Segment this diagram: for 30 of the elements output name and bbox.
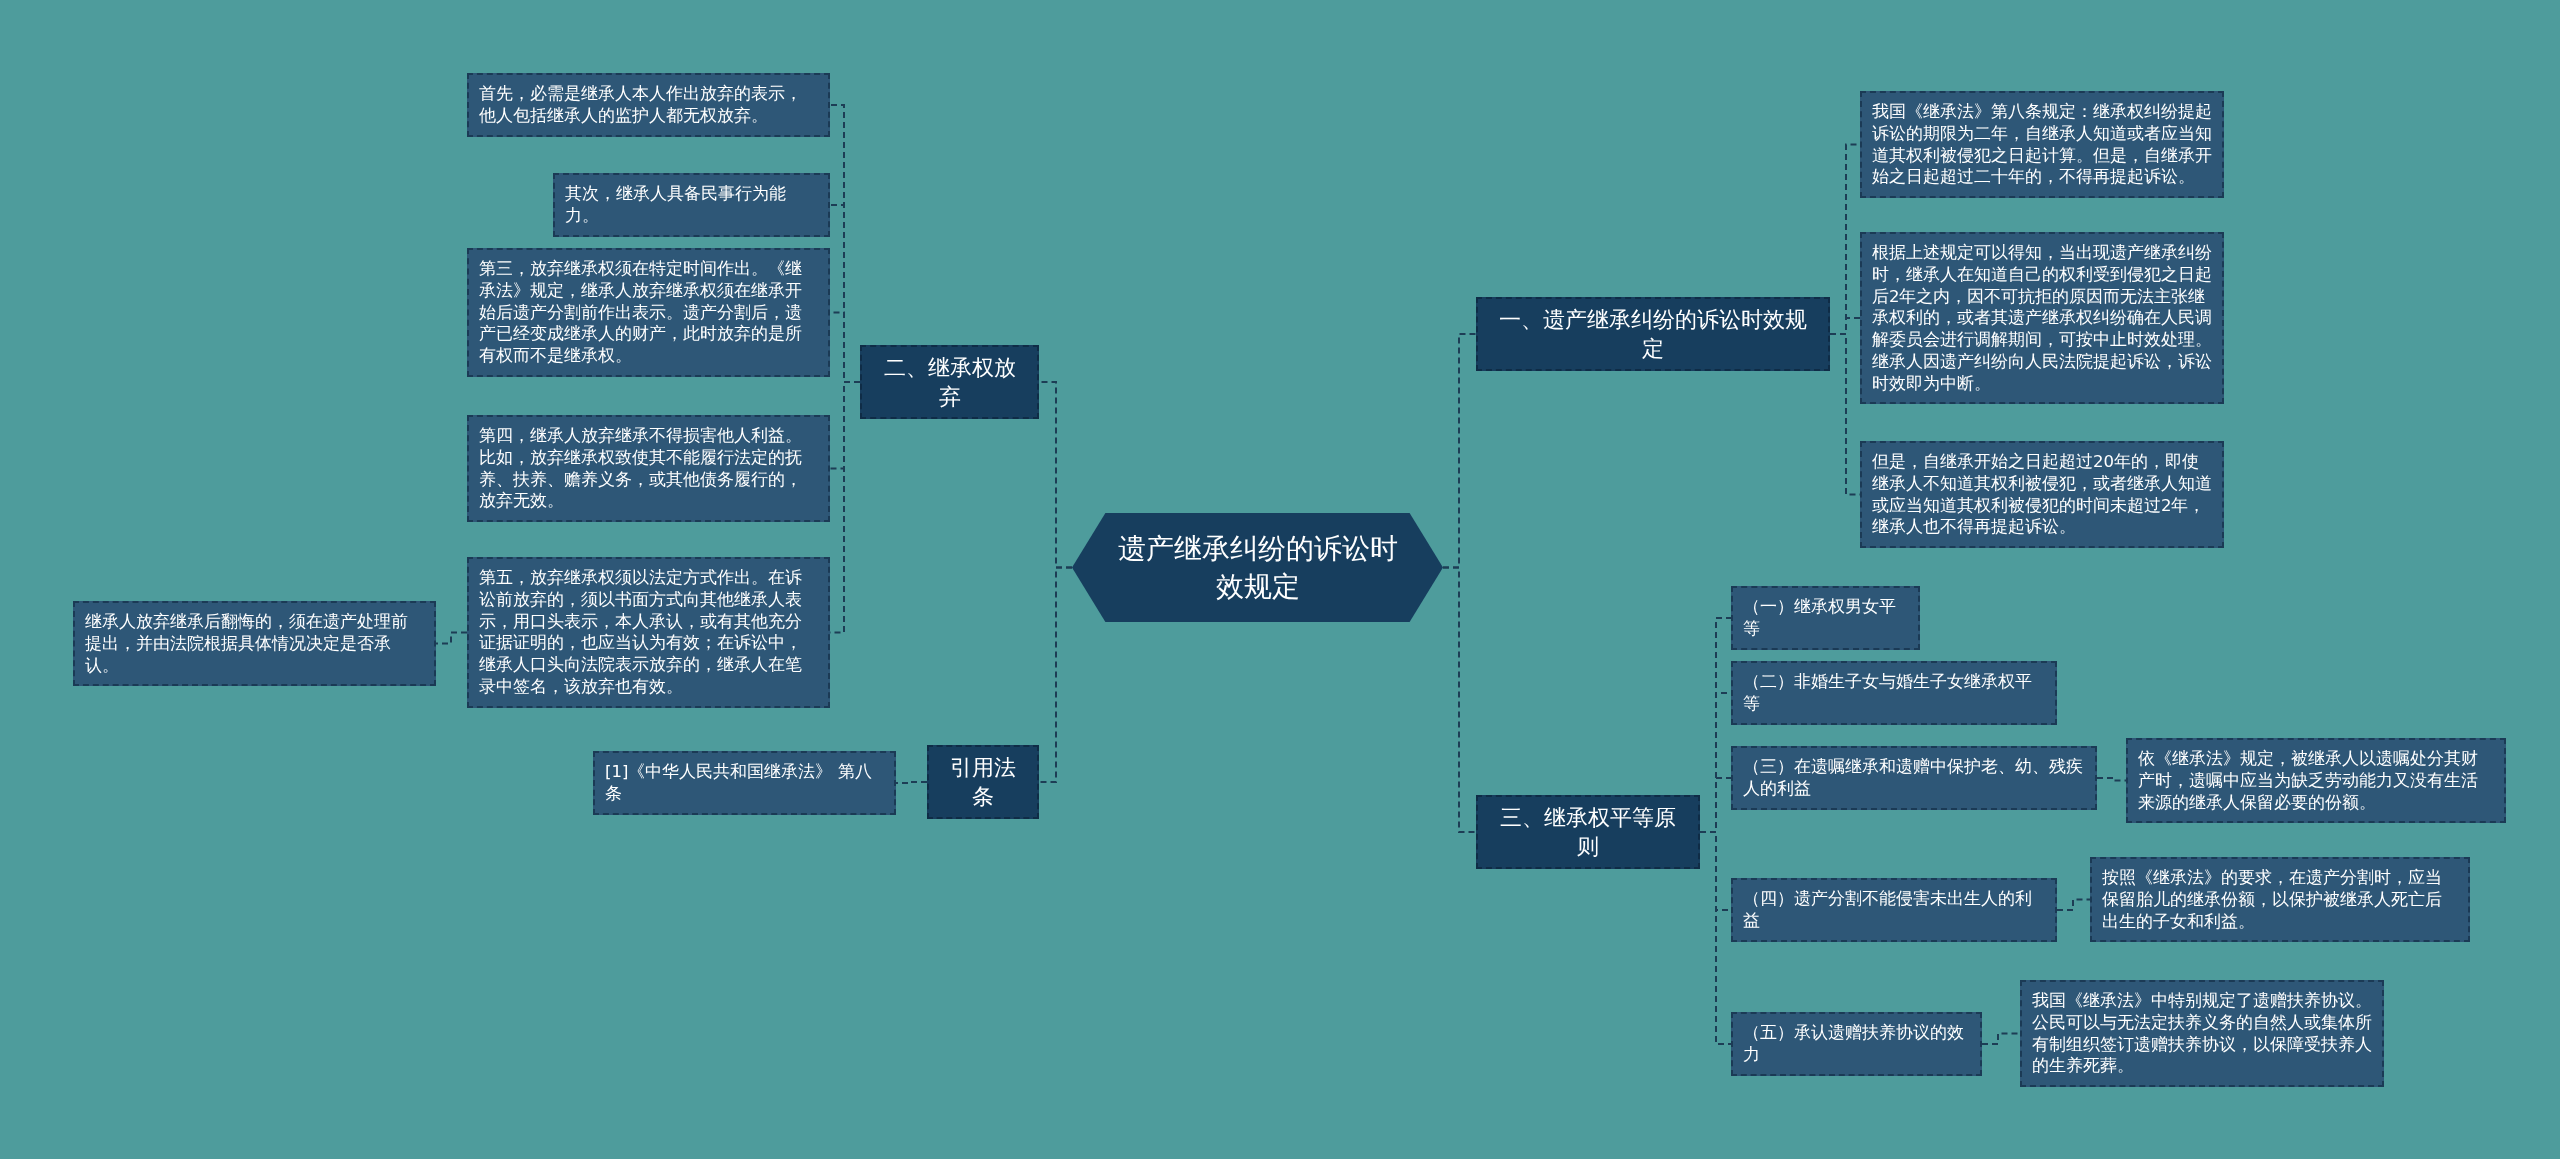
branch-topic: 三、继承权平等原则 xyxy=(1476,795,1700,870)
topic-box: （四）遗产分割不能侵害未出生人的利益 xyxy=(1731,878,2057,942)
topic-box: 继承人放弃继承后翻悔的，须在遗产处理前提出，并由法院根据具体情况决定是否承认。 xyxy=(73,601,436,687)
connector-line xyxy=(895,781,928,784)
topic-box: （五）承认遗赠扶养协议的效力 xyxy=(1731,1012,1982,1076)
topic-box: 我国《继承法》第八条规定：继承权纠纷提起诉讼的期限为二年，自继承人知道或者应当知道其权利被侵犯之日起计算。但是，自继承开始之日起超过二十年的，不得再提起诉讼。 xyxy=(1860,91,2224,199)
branch-topic: 一、遗产继承纠纷的诉讼时效规定 xyxy=(1476,297,1830,372)
topic-box: 其次，继承人具备民事行为能力。 xyxy=(553,173,830,237)
connector-line xyxy=(2096,777,2127,782)
branch-topic: 引用法条 xyxy=(927,745,1039,820)
topic-box: 我国《继承法》中特别规定了遗赠扶养协议。公民可以与无法定扶养义务的自然人或集体所有制组织签订遗赠扶养协议，以保障受扶养人的生养死葬。 xyxy=(2020,980,2384,1088)
connector-line xyxy=(1038,566,1073,783)
connector-line xyxy=(1699,831,1732,1045)
topic-box: 第三，放弃继承权须在特定时间作出。《继承法》规定，继承人放弃继承权须在继承开始后遗产分割前作出表示。遗产分割后，遗产已经变成继承人的财产，此时放弃的是所有权而不是继承权。 xyxy=(467,248,830,377)
topic-box: 按照《继承法》的要求，在遗产分割时，应当保留胎儿的继承份额，以保护被继承人死亡后出生的子女和利益。 xyxy=(2090,857,2470,943)
topic-box: （一）继承权男女平等 xyxy=(1731,586,1920,650)
connector-line xyxy=(1981,1032,2021,1045)
topic-box: 但是，自继承开始之日起超过20年的，即使继承人不知道其权利被侵犯，或者继承人知道或应当知道其权利被侵犯的时间未超过2年，继承人也不得再提起诉讼。 xyxy=(1860,441,2224,549)
topic-box: [1]《中华人民共和国继承法》 第八条 xyxy=(593,751,896,815)
topic-box: 第五，放弃继承权须以法定方式作出。在诉讼前放弃的，须以书面方式向其他继承人表示，用口头表示，本人承认，或有其他充分证据证明的，也应当认为有效；在诉讼中，继承人口头向法院表示放弃的，继承人在笔录中签名，该放弃也有效。 xyxy=(467,557,830,708)
branch-topic: 二、继承权放弃 xyxy=(860,345,1039,420)
topic-box: 第四，继承人放弃继承不得损害他人利益。比如，放弃继承权致使其不能履行法定的抚养、扶养、赡养义务，或其他债务履行的，放弃无效。 xyxy=(467,415,830,523)
topic-box: 首先，必需是继承人本人作出放弃的表示，他人包括继承人的监护人都无权放弃。 xyxy=(467,73,830,137)
connector-line xyxy=(2056,898,2091,911)
central-topic: 遗产继承纠纷的诉讼时效规定 xyxy=(1072,513,1443,622)
topic-box: 依《继承法》规定，被继承人以遗嘱处分其财产时，遗嘱中应当为缺乏劳动能力又没有生活来源的继承人保留必要的份额。 xyxy=(2126,738,2506,824)
topic-box: （三）在遗嘱继承和遗赠中保护老、幼、残疾人的利益 xyxy=(1731,746,2097,810)
connector-line xyxy=(1442,566,1477,833)
topic-box: 根据上述规定可以得知，当出现遗产继承纠纷时，继承人在知道自己的权利受到侵犯之日起后2年之内，因不可抗拒的原因而无法主张继承权利的，或者其遗产继承权纠纷确在人民调解委员会进行调解期间，可按中止时效处理。继承人因遗产纠纷向人民法院提起诉讼，诉讼时效即为中断。 xyxy=(1860,232,2224,405)
topic-box: （二）非婚生子女与婚生子女继承权平等 xyxy=(1731,661,2057,725)
